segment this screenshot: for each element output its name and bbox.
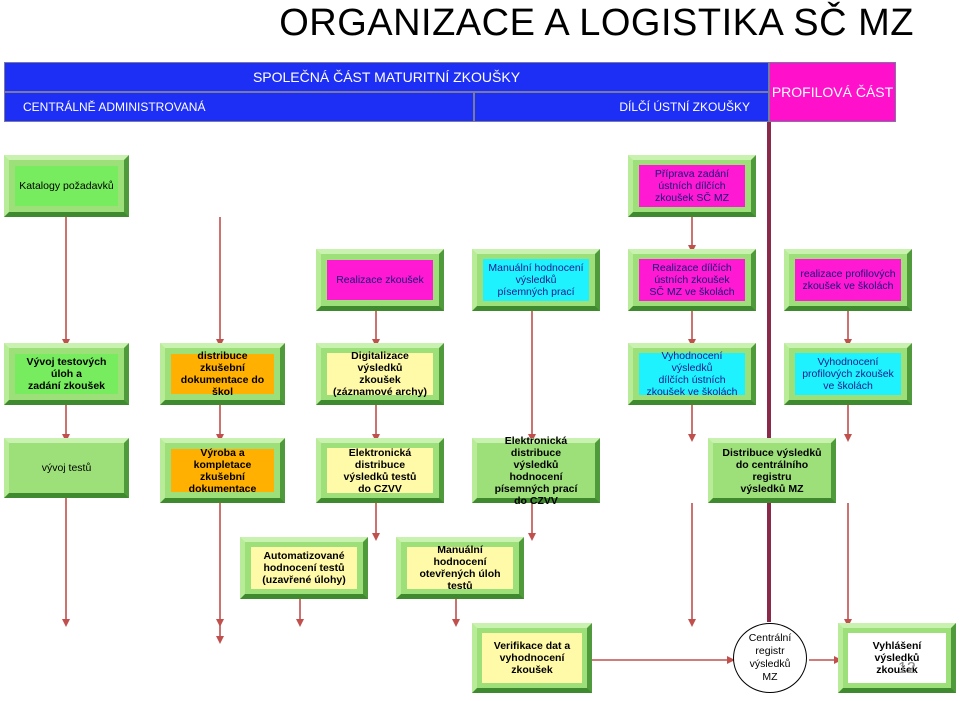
digitalizace-box: Digitalizace výsledků zkoušek (záznamové… [316, 343, 444, 405]
vyroba-label: Výroba a kompletace zkušební dokumentace [171, 447, 274, 495]
vyroba-box: Výroba a kompletace zkušební dokumentace [160, 438, 285, 503]
distribuce-registru-box: Distribuce výsledků do centrálního regis… [708, 438, 836, 503]
profile-part-header: PROFILOVÁ ČÁST [769, 62, 896, 122]
common-part-label: SPOLEČNÁ ČÁST MATURITNÍ ZKOUŠKY [252, 69, 521, 85]
digitalizace-label: Digitalizace výsledků zkoušek (záznamové… [327, 350, 433, 398]
manualni-otevrene-label: Manuální hodnocení otevřených úloh testů [407, 544, 513, 592]
vyvoj-uloh-box: Vývoj testových úloh a zadání zkoušek [4, 343, 129, 405]
realizace-ustnich-box: Realizace dílčích ústních zkoušek SČ MZ … [628, 249, 756, 311]
vyvoj-uloh-label: Vývoj testových úloh a zadání zkoušek [15, 354, 118, 394]
realizace-profilovych-box: realizace profilových zkoušek ve školách [784, 249, 912, 311]
vyvoj-testu-label: vývoj testů [15, 449, 118, 487]
vyhodnoceni-profilovych-box: Vyhodnocení profilových zkoušek ve školá… [784, 343, 912, 405]
vyhodnoceni-ustnich-label: Vyhodnocení výsledků dílčích ústních zko… [639, 350, 745, 398]
verifikace-label: Verifikace dat a vyhodnocení zkoušek [482, 633, 582, 683]
vyhodnoceni-profilovych-label: Vyhodnocení profilových zkoušek ve školá… [795, 353, 901, 395]
realizace-zkousek-box: Realizace zkoušek [316, 249, 444, 311]
manualni-pisemne-box: Manuální hodnocení výsledků písemných pr… [472, 249, 600, 311]
katalogy-box: Katalogy požadavků [4, 155, 129, 217]
el-distribuce-testu-box: Elektronická distribuce výsledků testů d… [316, 438, 444, 503]
automatizovane-box: Automatizované hodnocení testů (uzavřené… [240, 537, 368, 599]
vyhlaseni-box: Vyhlášení výsledků zkoušek [838, 623, 956, 693]
distribuce-dokumentace-box: distribuce zkušební dokumentace do škol [160, 343, 285, 405]
page-number: 12 [898, 660, 916, 677]
el-distribuce-testu-label: Elektronická distribuce výsledků testů d… [327, 447, 433, 495]
profile-part-label: PROFILOVÁ ČÁST [771, 84, 894, 100]
automatizovane-label: Automatizované hodnocení testů (uzavřené… [251, 547, 357, 589]
vyvoj-testu-box: vývoj testů [4, 438, 129, 498]
realizace-zkousek-label: Realizace zkoušek [327, 260, 433, 300]
vyhlaseni-label: Vyhlášení výsledků zkoušek [848, 633, 946, 683]
katalogy-label: Katalogy požadavků [15, 166, 118, 206]
el-distribuce-hodnoceni-box: Elektronická distribuce výsledků hodnoce… [472, 435, 600, 507]
priprava-label: Příprava zadání ústních dílčích zkoušek … [639, 165, 745, 207]
el-distribuce-hodnoceni-label: Elektronická distribuce výsledků hodnoce… [483, 435, 589, 507]
common-part-header: SPOLEČNÁ ČÁST MATURITNÍ ZKOUŠKY [4, 62, 769, 92]
central-admin-label: CENTRÁLNĚ ADMINISTROVANÁ [23, 100, 206, 114]
centralni-registr-node: Centrální registr výsledků MZ [733, 623, 807, 693]
manualni-pisemne-label: Manuální hodnocení výsledků písemných pr… [483, 259, 589, 301]
priprava-box: Příprava zadání ústních dílčích zkoušek … [628, 155, 756, 217]
oral-exams-header: DÍLČÍ ÚSTNÍ ZKOUŠKY [474, 92, 769, 122]
realizace-ustnich-label: Realizace dílčích ústních zkoušek SČ MZ … [639, 259, 745, 301]
vyhodnoceni-ustnich-box: Vyhodnocení výsledků dílčích ústních zko… [628, 343, 756, 405]
verifikace-box: Verifikace dat a vyhodnocení zkoušek [472, 623, 592, 693]
manualni-otevrene-box: Manuální hodnocení otevřených úloh testů [396, 537, 524, 599]
central-admin-header: CENTRÁLNĚ ADMINISTROVANÁ [4, 92, 474, 122]
oral-exams-label: DÍLČÍ ÚSTNÍ ZKOUŠKY [619, 100, 750, 114]
distribuce-dokumentace-label: distribuce zkušební dokumentace do škol [171, 350, 274, 398]
page-title: ORGANIZACE A LOGISTIKA SČ MZ [279, 2, 914, 44]
realizace-profilovych-label: realizace profilových zkoušek ve školách [795, 259, 901, 301]
distribuce-registru-label: Distribuce výsledků do centrálního regis… [719, 447, 825, 495]
